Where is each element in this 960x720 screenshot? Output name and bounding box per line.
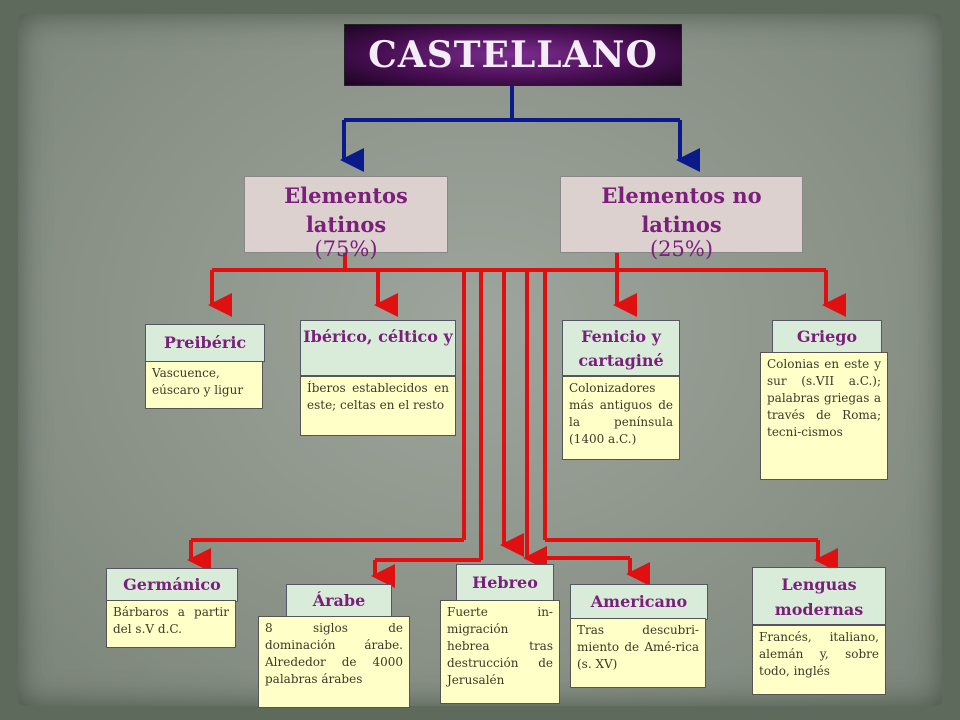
americano-note: Tras descubri-miento de Amé-rica (s. XV) (570, 618, 706, 688)
lenguas-title: Lenguas modernas (752, 567, 886, 625)
fenicio-note: Colonizadores más antiguos de la penínsu… (562, 376, 680, 460)
latin-elements-label: Elementos latinos (284, 183, 416, 237)
germanico-title: Germánico (106, 568, 238, 602)
hebreo-note: Fuerte in-migración hebrea tras destrucc… (440, 600, 560, 704)
griego-title: Griego (772, 320, 882, 354)
main-title: CASTELLANO (344, 24, 682, 86)
nonlatin-elements-box: Elementos no latinos (25%) (560, 176, 803, 261)
arabe-title: Árabe (286, 584, 392, 618)
americano-title: Americano (570, 584, 708, 620)
preiberico-title: Preibéric (145, 324, 265, 362)
iberico-note: Íberos establecidos en este; celtas en e… (300, 376, 456, 436)
lenguas-note: Francés, italiano, alemán y, sobre todo,… (752, 625, 886, 695)
latin-elements-box: Elementos latinos (75%) (244, 176, 448, 261)
fenicio-title: Fenicio y cartaginé (562, 320, 680, 376)
hebreo-title: Hebreo (456, 564, 554, 602)
griego-note: Colonias en este y sur (s.VII a.C.); pal… (760, 352, 888, 480)
germanico-note: Bárbaros a partir del s.V d.C. (106, 600, 236, 648)
latin-elements-pct: (75%) (314, 237, 378, 261)
iberico-title: Ibérico, céltico y (300, 320, 456, 376)
arabe-note: 8 siglos de dominación árabe. Alrededor … (258, 616, 410, 708)
preiberico-note: Vascuence, eúscaro y ligur (145, 361, 263, 409)
nonlatin-elements-label: Elementos no latinos (601, 183, 769, 237)
nonlatin-elements-pct: (25%) (649, 237, 714, 261)
